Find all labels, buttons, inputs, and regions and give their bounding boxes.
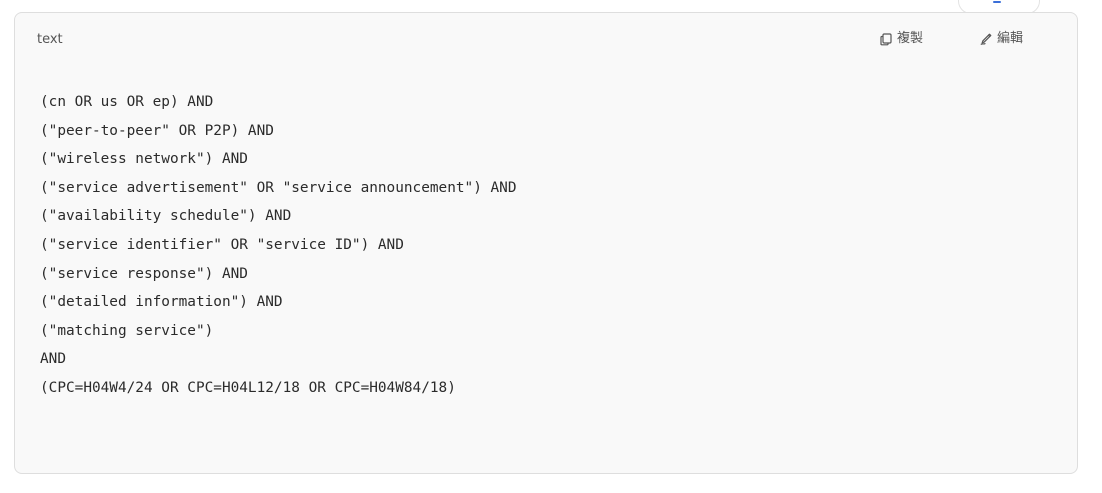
code-line: ("service identifier" OR "service ID") A… (40, 236, 404, 253)
code-line: ("wireless network") AND (40, 151, 248, 168)
copy-button[interactable]: 複製 (879, 29, 923, 49)
code-language-label: text (37, 32, 63, 47)
edit-button-label: 編輯 (997, 31, 1024, 46)
edit-button[interactable]: 編輯 (979, 29, 1023, 49)
code-line: (CPC=H04W4/24 OR CPC=H04L12/18 OR CPC=H0… (40, 379, 456, 396)
code-content: (cn OR us OR ep) AND ("peer-to-peer" OR P… (40, 88, 517, 403)
code-line: ("service response") AND (40, 265, 248, 282)
top-partial-control-mark (993, 1, 1001, 3)
code-line: ("service advertisement" OR "service ann… (40, 179, 517, 196)
code-line: ("availability schedule") AND (40, 208, 292, 225)
copy-button-label: 複製 (897, 31, 924, 46)
code-line: ("peer-to-peer" OR P2P) AND (40, 122, 274, 139)
code-line: ("matching service") (40, 322, 214, 339)
code-block-header: text 複製 編輯 (15, 13, 1077, 65)
pencil-icon (979, 32, 993, 46)
code-line: (cn OR us OR ep) AND (40, 94, 214, 110)
copy-icon (879, 32, 893, 46)
code-block: text 複製 編輯 (cn OR us OR ep) AND ("peer-to… (14, 12, 1078, 474)
code-line: ("detailed information") AND (40, 294, 283, 311)
code-line: AND (40, 351, 66, 368)
